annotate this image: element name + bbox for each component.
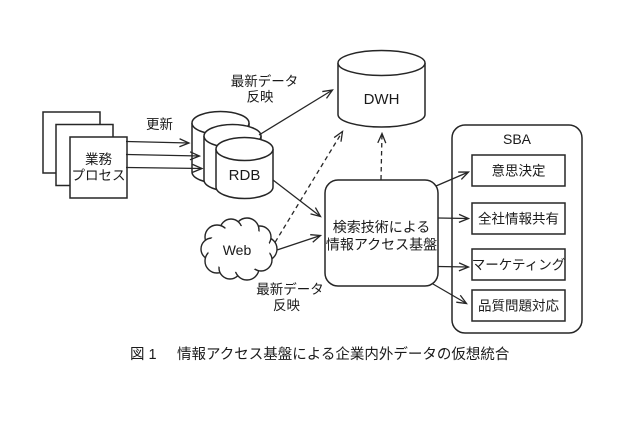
sba-item-label-marketing: マーケティング	[472, 258, 565, 273]
sba-item-box-marketing	[471, 248, 566, 281]
arrow-platform-decision	[435, 172, 469, 187]
arrow-platform-dwh-dashed	[381, 134, 382, 180]
web-cloud: Web	[200, 217, 278, 281]
business-process-stack: 業務 プロセス	[42, 111, 128, 199]
latest-data-top-label-line2: 反映	[247, 90, 274, 105]
arrow-platform-sharing	[437, 218, 469, 219]
dwh-cylinder: DWH	[337, 49, 426, 128]
access-platform-rect	[324, 179, 439, 287]
latest-data-bottom-label-line2: 反映	[273, 298, 300, 313]
dwh-cylinder-body	[337, 63, 426, 128]
sba-item-label-decision: 意思決定	[492, 163, 546, 179]
dwh-label: DWH	[364, 91, 400, 108]
rdb-stack: RDB	[191, 110, 274, 200]
business-process-label-line1: 業務	[85, 152, 112, 167]
web-label: Web	[223, 242, 252, 258]
rdb-cylinder-front-body	[215, 149, 274, 200]
access-platform-box: 検索技術による 情報アクセス基盤	[324, 179, 439, 287]
arrow-web-dwh-dashed	[270, 132, 343, 250]
access-platform-label-line2: 情報アクセス基盤	[326, 237, 437, 253]
update-label: 更新	[146, 117, 173, 132]
arrow-update-3	[125, 168, 202, 169]
arrow-update-1	[125, 142, 189, 144]
sba-item-box-quality	[471, 289, 566, 322]
access-platform-label-line1: 検索技術による	[333, 219, 431, 235]
sba-item-box-decision	[471, 154, 566, 187]
figure-caption-title: 情報アクセス基盤による企業内外データの仮想統合	[177, 345, 510, 363]
figure-caption: 図 1 情報アクセス基盤による企業内外データの仮想統合	[130, 345, 510, 363]
rdb-label: RDB	[229, 167, 261, 184]
business-process-label-line2: プロセス	[72, 168, 126, 183]
sba-item-label-quality: 品質問題対応	[478, 299, 559, 314]
page-rect-front	[69, 136, 128, 199]
latest-data-bottom-label-line1: 最新データ	[256, 281, 324, 297]
sba-item-box-sharing	[471, 202, 566, 235]
latest-data-top-label-line1: 最新データ	[231, 73, 299, 89]
sba-panel: SBA 意思決定 全社情報共有 マーケティング 品質問題対応	[451, 124, 583, 334]
sba-label: SBA	[503, 131, 532, 147]
rdb-cylinder-front-top	[215, 136, 274, 162]
arrow-update-2	[125, 155, 200, 157]
sba-item-label-sharing: 全社情報共有	[478, 211, 559, 227]
figure-caption-label: 図 1	[130, 346, 157, 363]
dwh-cylinder-top	[337, 49, 426, 77]
cloud-inner-fill	[208, 226, 270, 272]
arrow-platform-quality	[432, 283, 467, 304]
arrow-rdb-platform	[272, 179, 321, 217]
arrow-rdb-dwh	[258, 90, 333, 136]
arrow-platform-marketing	[437, 267, 469, 268]
arrow-web-platform	[270, 236, 321, 253]
